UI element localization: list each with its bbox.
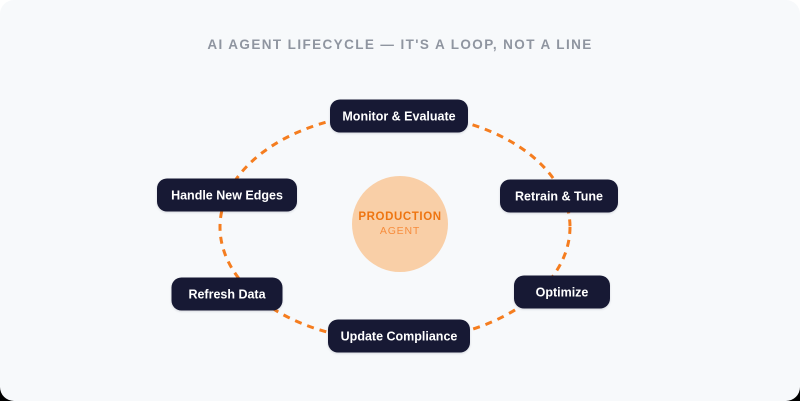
stage-node-handle-new-edges: Handle New Edges xyxy=(157,178,297,212)
diagram-title: AI AGENT LIFECYCLE — IT'S A LOOP, NOT A … xyxy=(207,37,593,52)
stage-node-update-compliance: Update Compliance xyxy=(328,319,470,353)
production-agent-node: PRODUCTION AGENT xyxy=(352,176,448,272)
stage-node-refresh-data: Refresh Data xyxy=(171,277,283,311)
stage-node-optimize: Optimize xyxy=(514,275,610,309)
production-agent-label-secondary: AGENT xyxy=(379,225,421,237)
stage-node-retrain-tune: Retrain & Tune xyxy=(500,179,618,213)
stage-node-monitor-evaluate: Monitor & Evaluate xyxy=(330,99,468,133)
production-agent-label-primary: PRODUCTION xyxy=(358,211,442,223)
